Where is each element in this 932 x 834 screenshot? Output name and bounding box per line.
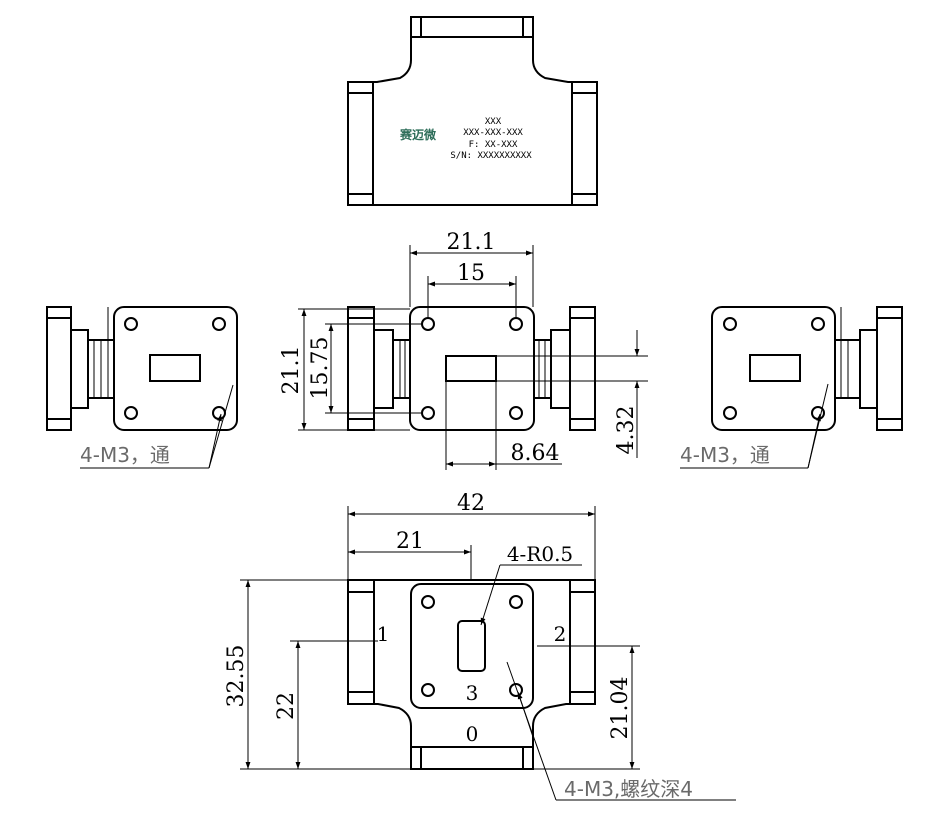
top-view: 赛迈微 XXX XXX-XXX-XXX F: XX-XXX S/N: XXXXX… [347,16,598,206]
port-label-1: 1 [377,622,390,646]
right-side-view: 4-M3，通 [680,306,903,469]
dim-aperture-width: 8.64 [511,441,560,466]
label-line-3: F: XX-XXX [469,140,518,150]
label-line-4: S/N: XXXXXXXXXX [450,151,532,161]
front-view-dimensions: 21.1 15 21.1 15.75 8.64 4.32 [279,230,648,470]
label-line-1: XXX [485,117,502,127]
dim-right-port-height: 21.04 [608,677,633,740]
dim-half-width: 21 [396,529,424,554]
bottom-view-dimensions: 42 21 4-R0.5 32.55 22 21.04 4-M3,螺纹深4 [224,491,736,801]
dim-corner-radius: 4-R0.5 [507,542,573,566]
dim-total-height: 32.55 [224,645,249,708]
dim-front-hole-pitch-v: 15.75 [308,337,333,400]
dim-total-width: 42 [457,491,485,516]
label-line-2: XXX-XXX-XXX [463,128,523,138]
left-side-view: 4-M3，通 [46,306,238,469]
dim-front-height: 21.1 [279,346,304,395]
port-label-2: 2 [554,622,567,646]
port-label-0: 0 [466,722,479,746]
dim-front-width: 21.1 [447,230,496,255]
dim-aperture-height: 4.32 [614,406,639,455]
note-holes-through-right: 4-M3，通 [680,443,770,467]
note-holes-through-left: 4-M3，通 [80,443,170,467]
note-holes-threaded: 4-M3,螺纹深4 [564,777,693,801]
brand-logo: 赛迈微 [399,127,437,142]
bottom-view: 1 2 3 0 [347,579,596,770]
port-label-3: 3 [466,681,479,705]
dim-port-center-height: 22 [274,692,299,720]
dim-front-hole-pitch: 15 [457,261,485,286]
front-view [347,306,596,431]
